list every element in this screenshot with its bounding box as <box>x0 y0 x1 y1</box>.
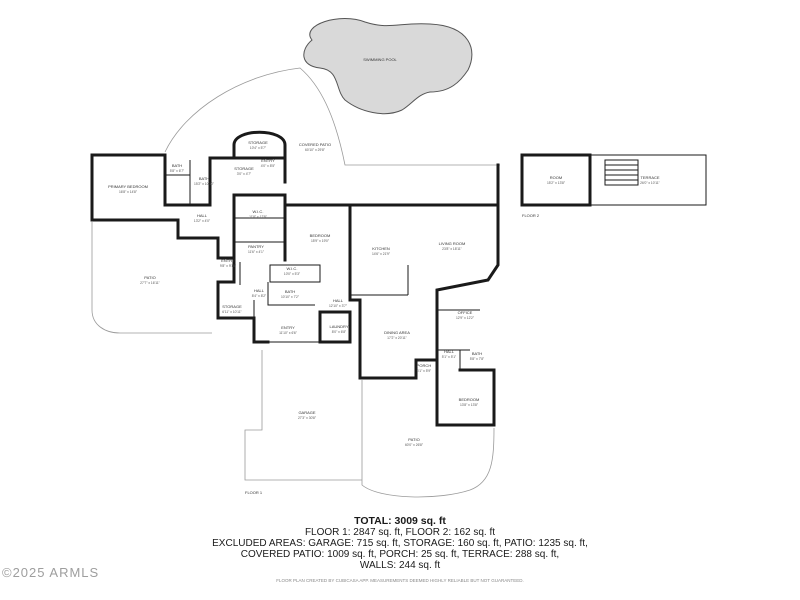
room-dim: 23'8" x 18'11" <box>442 247 462 251</box>
floor2-walls <box>520 153 592 207</box>
room-name: COVERED PATIO <box>299 142 331 147</box>
room-dim: 60'0" x 26'8" <box>405 443 424 447</box>
room-dim: 17'2" x 20'11" <box>387 336 407 340</box>
room-dim: 13'2" x 4'0" <box>194 219 211 223</box>
room-dim: 5'8" x 6'7" <box>170 169 185 173</box>
room-dim: 10'0" x 5'3" <box>284 272 301 276</box>
swimming-pool-shape <box>303 18 473 115</box>
room-dim: 11'6" x 4'1" <box>248 250 265 254</box>
copyright-watermark: ©2025 ARMLS <box>2 565 100 580</box>
room-name: STORAGE <box>222 304 242 309</box>
room-dim: 12'9" x 12'2" <box>456 316 475 320</box>
room-name: BATH <box>172 163 182 168</box>
room-name: ROOM <box>550 175 562 180</box>
room-dim: 5'8" x 7'8" <box>470 357 485 361</box>
room-name: ENTRY <box>221 258 235 263</box>
room-name: BATH <box>199 176 209 181</box>
room-dim: 4'0" x 8'5" <box>261 164 276 168</box>
room-dim: 13'8" x 13'8" <box>460 403 479 407</box>
interior-walls <box>165 160 480 378</box>
room-dim: 27'3" x 30'8" <box>298 416 317 420</box>
floor2-terrace-outline <box>590 154 707 206</box>
floor1-label: FLOOR 1 <box>245 490 263 495</box>
room-name: DINING AREA <box>384 330 410 335</box>
room-dim: 6'11" x 10'11" <box>222 310 242 314</box>
room-name: ENTRY <box>261 158 275 163</box>
room-dim: 3'0" x 4'7" <box>237 172 252 176</box>
room-dim: 11'8" x 12'8" <box>249 215 268 219</box>
room-name: PANTRY <box>248 244 264 249</box>
room-name: STORAGE <box>234 166 254 171</box>
floor2-stairs <box>604 159 639 186</box>
room-name: W.I.C. <box>253 209 264 214</box>
room-name: OFFICE <box>458 310 473 315</box>
room-dim: 27'7" x 16'11" <box>140 281 160 285</box>
room-dim: 16'8" x 14'8" <box>119 190 138 194</box>
room-name: ENTRY <box>281 325 295 330</box>
floor2-label: FLOOR 2 <box>522 213 540 218</box>
room-name: GARAGE <box>298 410 315 415</box>
room-name: PATIO <box>408 437 419 442</box>
room-name: W.I.C. <box>287 266 298 271</box>
room-dim: 26'0" x 10'11" <box>640 181 660 185</box>
room-name: STORAGE <box>248 140 268 145</box>
room-name: PRIMARY BEDROOM <box>108 184 148 189</box>
room-dim: 10'10" x 7'2" <box>281 295 300 299</box>
summary-line-1: FLOOR 1: 2847 sq. ft, FLOOR 2: 162 sq. f… <box>304 527 496 538</box>
room-dim: 15'2" x 10'10" <box>194 182 215 186</box>
room-dim: 12'10" x 3'7" <box>329 304 348 308</box>
room-name: HALL <box>254 288 265 293</box>
room-dim: 6'1" x 5'9" <box>417 369 432 373</box>
patio-left-outline <box>91 222 212 334</box>
disclaimer: FLOOR PLAN CREATED BY CUBICASA APP. MEAS… <box>276 578 524 583</box>
storage-dome <box>232 130 287 160</box>
summary-line-2: EXCLUDED AREAS: GARAGE: 715 sq. ft, STOR… <box>212 538 588 549</box>
covered-patio-outline <box>164 67 500 166</box>
room-name: LIVING ROOM <box>439 241 466 246</box>
room-dim: 15'9" x 19'0" <box>311 239 330 243</box>
room-dim: 8'4" x 8'2" <box>252 294 267 298</box>
room-name: HALL <box>444 349 455 354</box>
summary-line-3: COVERED PATIO: 1009 sq. ft, PORCH: 25 sq… <box>240 549 560 560</box>
room-name: HALL <box>197 213 208 218</box>
room-dim: 60'10" x 29'8" <box>305 148 326 152</box>
room-name: BATH <box>285 289 295 294</box>
room-dim: 11'10" x 6'6" <box>279 331 298 335</box>
room-name: KITCHEN <box>372 246 390 251</box>
room-dim: 9'8" x 9'10" <box>220 264 237 268</box>
room-name: SWIMMING POOL <box>363 57 397 62</box>
summary-line-4: WALLS: 244 sq. ft <box>359 560 441 571</box>
room-dim: 10'4" x 5'7" <box>250 146 267 150</box>
room-labels: SWIMMING POOL STORAGE 10'4" x 5'7" COVER… <box>108 57 661 447</box>
room-name: BEDROOM <box>459 397 480 402</box>
room-dim: 5'1" x 5'1" <box>442 355 457 359</box>
room-dim: 15'2" x 13'8" <box>547 181 566 185</box>
room-name: BEDROOM <box>310 233 331 238</box>
room-dim: 8'0" x 6'8" <box>332 330 347 334</box>
room-name: BATH <box>472 351 482 356</box>
room-name: PATIO <box>144 275 155 280</box>
area-summary: TOTAL: 3009 sq. ft FLOOR 1: 2847 sq. ft,… <box>0 515 800 572</box>
garage-outline <box>244 350 362 481</box>
room-name: HALL <box>333 298 344 303</box>
room-name: TERRACE <box>640 175 659 180</box>
room-dim: 14'6" x 21'9" <box>372 252 391 256</box>
room-name: LAUNDRY <box>329 324 348 329</box>
total-area: TOTAL: 3009 sq. ft <box>354 515 446 527</box>
patio-bottom-outline <box>361 380 495 498</box>
room-name: PORCH <box>417 363 432 368</box>
